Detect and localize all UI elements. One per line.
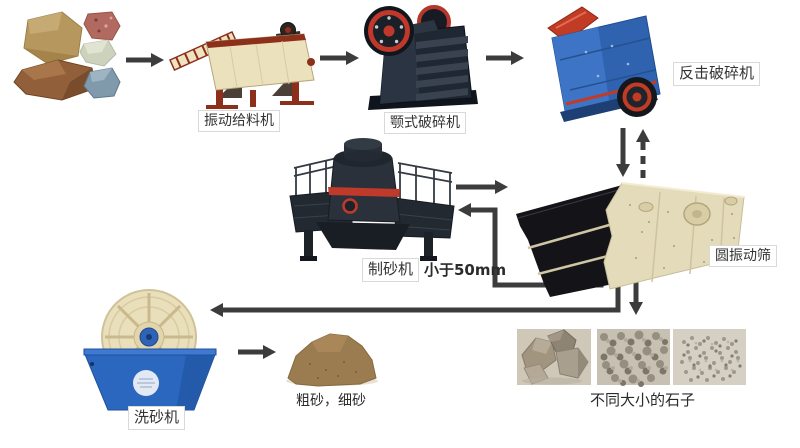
arrow-sandmaker-to-screen [456, 180, 508, 194]
stones-images [517, 329, 746, 387]
label-sand-output: 粗砂，细砂 [296, 393, 366, 409]
label-stones-output: 不同大小的石子 [590, 391, 696, 409]
arrow-jaw-to-impact [486, 51, 524, 65]
flow-arrows [126, 51, 650, 359]
jaw-crusher-image [364, 5, 478, 110]
label-sand-washer: 洗砂机 [128, 406, 186, 430]
arrow-screen-to-impact-dashed [636, 129, 650, 178]
arrow-feeder-to-jaw [320, 51, 359, 65]
stones-photo-medium [597, 329, 670, 387]
arrow-washer-to-sand [238, 345, 276, 359]
label-vibrating-feeder: 振动给料机 [198, 110, 280, 133]
vibrating-feeder-image [169, 22, 315, 109]
impact-crusher-image [547, 6, 661, 122]
arrow-rocks-to-feeder [126, 53, 164, 67]
label-size-note: 小于50mm [424, 261, 507, 279]
vibrating-screen-image [516, 182, 745, 297]
label-sand-maker: 制砂机 [362, 258, 420, 282]
stones-photo-fine [673, 329, 746, 385]
raw-rocks-image [13, 11, 121, 101]
sand-maker-image [289, 138, 455, 261]
label-vibrating-screen: 圆振动筛 [709, 245, 777, 268]
label-jaw-crusher: 颚式破碎机 [384, 112, 466, 135]
sand-pile-image [286, 333, 378, 387]
arrow-impact-to-screen [616, 128, 630, 177]
stones-photo-large [517, 329, 591, 385]
label-impact-crusher: 反击破碎机 [673, 62, 761, 86]
sand-washer-image [83, 289, 217, 411]
